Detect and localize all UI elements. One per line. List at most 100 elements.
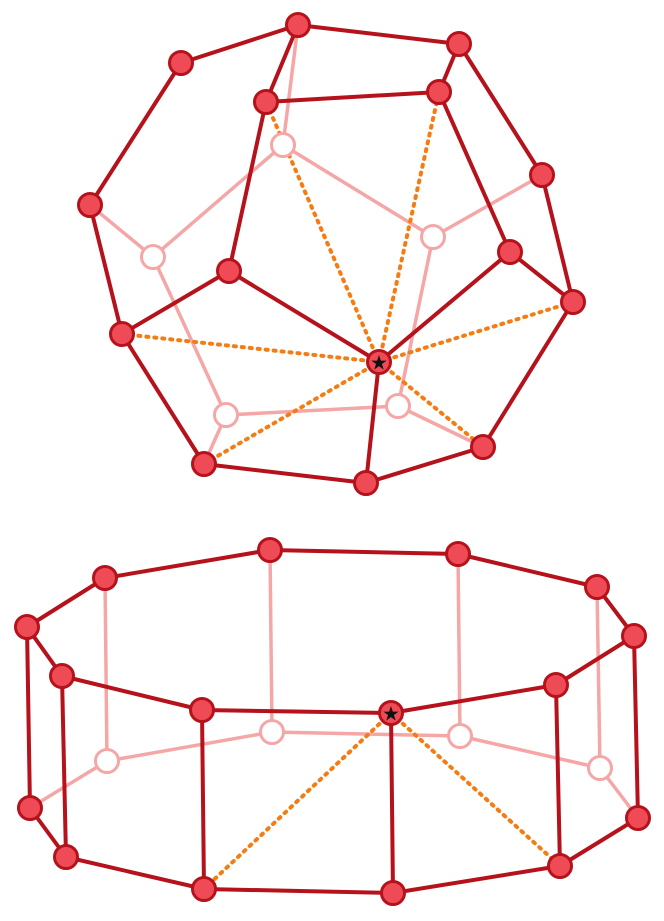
vertex [380,880,406,906]
dodecahedron-figure: ★ [77,12,586,496]
visible-edge [389,711,395,895]
vertex [49,663,75,689]
visible-edge [202,462,368,485]
vertex [285,12,311,38]
hidden-vertex [587,755,613,781]
vertices: ★ [14,537,651,906]
vertex [189,697,215,723]
marked-vertex [378,700,404,726]
visible-edge [481,300,575,449]
star-icon: ★ [382,702,400,726]
vertex [470,434,496,460]
visible-edge [389,683,558,715]
visible-edge [200,708,393,715]
hidden-vertex [385,393,411,419]
vertex [621,623,647,649]
visible-edge [60,674,68,859]
visible-edge [364,360,381,485]
vertex [191,451,217,477]
diagonal-line [120,332,381,364]
diagonal-line [389,711,562,868]
vertex [426,79,452,105]
visible-edge [437,90,512,254]
vertex [77,192,103,218]
visible-edge [457,42,544,177]
hidden-vertex [213,402,239,428]
vertex [529,162,555,188]
vertex [53,844,79,870]
hidden-edge [458,734,602,770]
decagonal-prism-figure: ★ [14,537,651,906]
visible-edge [554,683,562,868]
hidden-edge [456,552,462,738]
visible-edge [364,445,485,485]
visible-edge [179,23,300,65]
diagonal-line [377,360,485,449]
visible-edge [202,887,395,895]
hidden-edge [281,143,435,239]
hidden-edge [151,143,285,259]
visible-edge [25,625,32,810]
visible-edge [88,61,183,207]
vertex [625,805,651,831]
vertex [257,537,283,563]
hidden-edge [88,203,155,259]
visible-edge [456,552,599,589]
marked-vertex [366,349,392,375]
dotted-diagonals [202,711,562,891]
visible-edge [391,864,562,895]
hidden-vertex [447,723,473,749]
vertex [547,853,573,879]
visible-edge [200,708,206,891]
visible-edge [377,250,512,364]
vertex [497,239,523,265]
hidden-vertex [140,244,166,270]
visible-edge [64,855,206,891]
visible-edge [264,23,300,104]
front-edges [25,548,640,895]
vertex [109,321,135,347]
vertices: ★ [77,12,586,496]
star-icon: ★ [370,351,388,375]
visible-edge [296,23,461,46]
visible-edge [120,332,206,466]
vertex [253,89,279,115]
hidden-vertex [94,748,120,774]
hidden-edge [103,576,109,763]
visible-edge [558,816,640,868]
visible-edge [264,90,441,104]
vertex [560,289,586,315]
vertex [168,50,194,76]
visible-edge [60,674,204,712]
visible-edge [632,634,640,820]
vertex [446,31,472,57]
vertex [191,876,217,902]
diagonal-line [377,300,575,364]
hidden-vertex [259,719,285,745]
hidden-edge [396,404,485,449]
vertex [543,672,569,698]
vertex [17,795,43,821]
hidden-edge [105,730,274,763]
hidden-vertex [270,132,296,158]
hidden-edge [224,404,400,417]
diagonal-line [202,711,393,891]
visible-edge [268,548,460,556]
visible-edge [88,203,124,336]
hidden-edge [595,585,602,770]
vertex [445,541,471,567]
diagonal-line [377,90,441,364]
hidden-edge [281,23,300,147]
visible-edge [120,269,231,336]
vertex [584,574,610,600]
visible-edge [540,173,575,304]
vertex [216,258,242,284]
dotted-diagonals [120,90,575,466]
vertex [353,470,379,496]
vertex [14,614,40,640]
visible-edge [554,634,636,687]
vertex [92,565,118,591]
hidden-edge [28,759,109,810]
